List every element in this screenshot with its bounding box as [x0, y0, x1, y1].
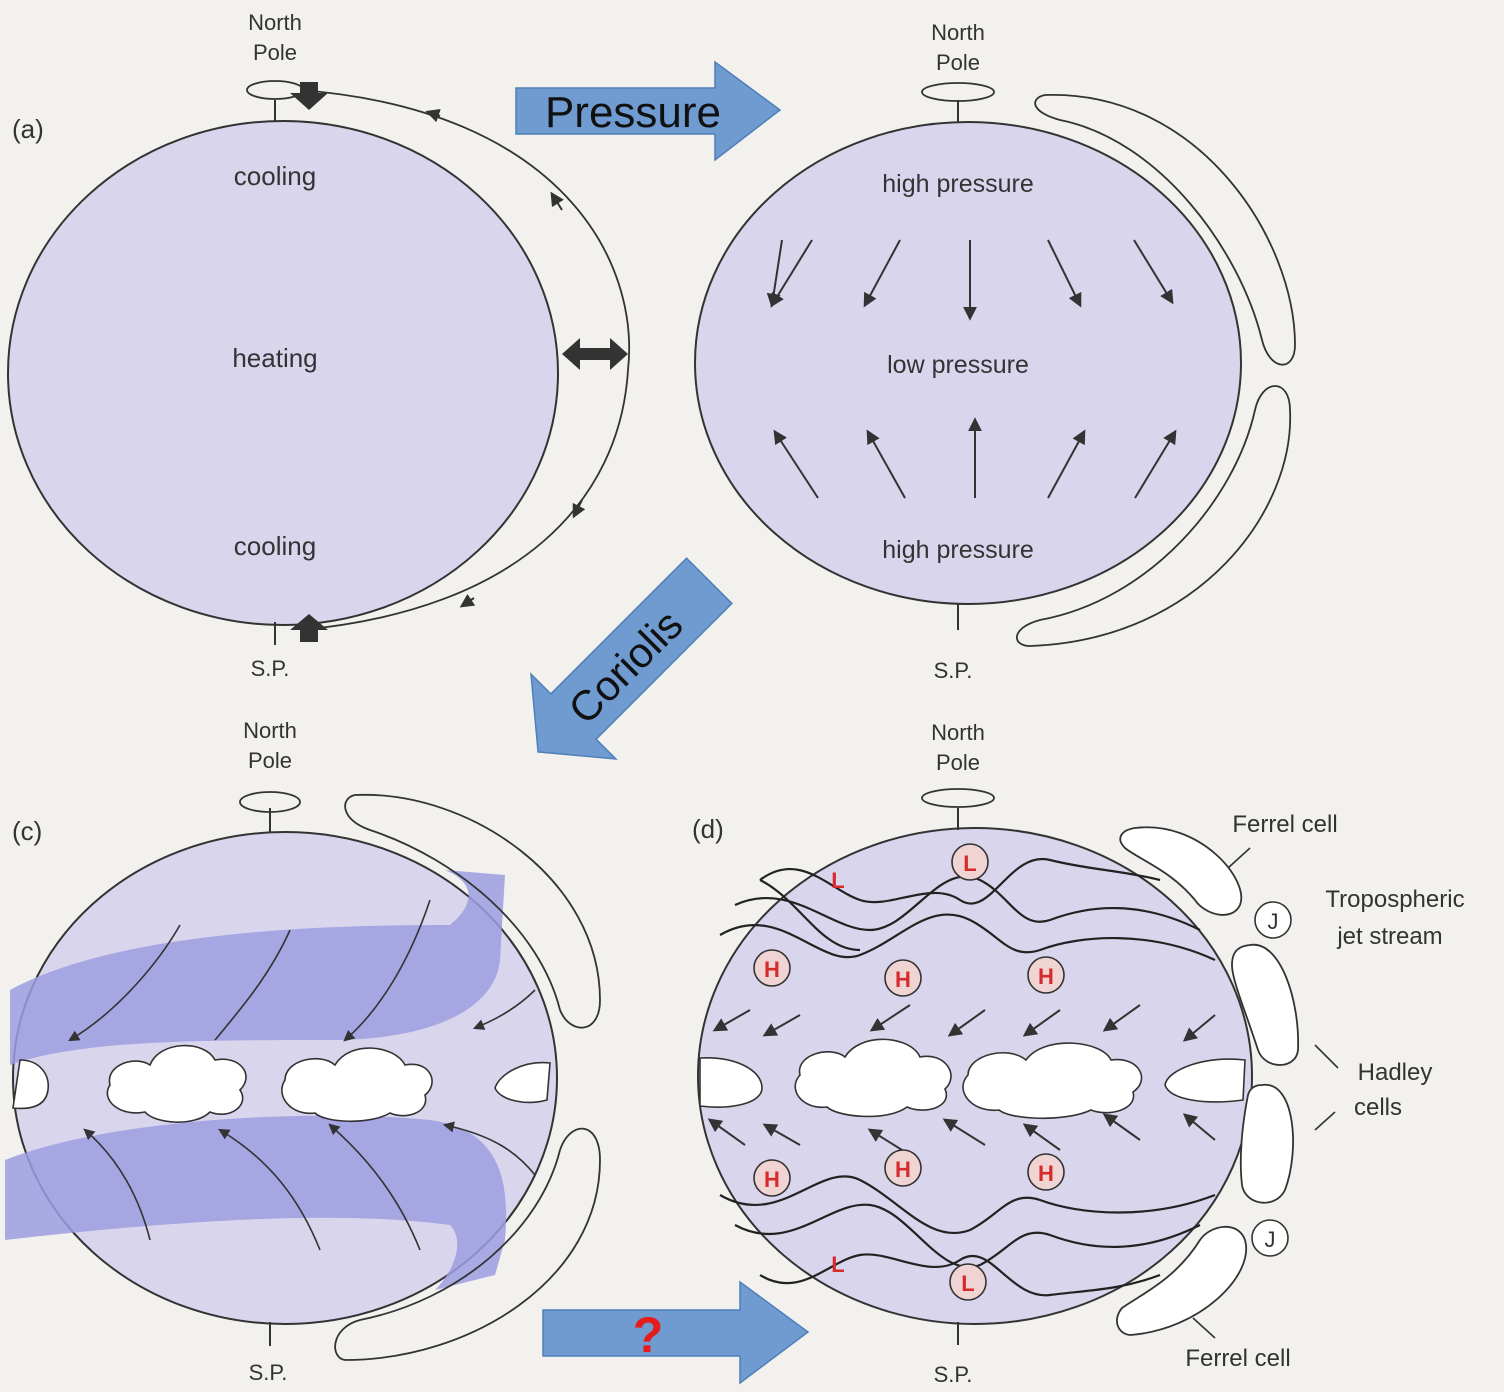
leader-line — [1315, 1112, 1335, 1130]
south-pole-label: S.P. — [251, 656, 290, 681]
pressure-label: Pressure — [545, 88, 721, 137]
downward-block-arrow-icon — [290, 82, 328, 110]
north-pole-label: North — [931, 720, 985, 745]
jet-stream-label: Tropospheric — [1325, 886, 1464, 913]
panel-c: (c) North Pole S.P. — [5, 718, 600, 1385]
north-pole-label: Pole — [248, 748, 292, 773]
jet-stream-label: jet stream — [1336, 923, 1442, 950]
svg-text:L: L — [961, 1271, 974, 1296]
heating-label: heating — [232, 343, 317, 373]
svg-text:J: J — [1268, 909, 1279, 934]
svg-text:H: H — [1038, 1161, 1054, 1186]
svg-text:J: J — [1265, 1227, 1276, 1252]
high-pressure-marker: H — [1028, 1154, 1064, 1190]
high-pressure-marker: H — [754, 1160, 790, 1196]
hadley-cell-south — [1241, 1085, 1293, 1203]
panel-d: H H H H H H L L L L J J (d) North Pole S… — [692, 720, 1465, 1387]
svg-text:H: H — [764, 1167, 780, 1192]
panel-b: North Pole high pressure low pressure hi… — [695, 20, 1295, 683]
leader-line — [1315, 1045, 1338, 1068]
double-headed-arrow-icon — [562, 338, 628, 370]
north-pole-label: North — [931, 20, 985, 45]
cooling-bottom-label: cooling — [234, 531, 316, 561]
ferrel-cell-bottom-label: Ferrel cell — [1185, 1345, 1290, 1372]
rotation-icon-d — [922, 789, 994, 807]
high-pressure-marker: H — [754, 950, 790, 986]
low-pressure-marker: L — [831, 1252, 844, 1277]
flow-arrow-icon — [552, 194, 562, 210]
hadley-cells-label: cells — [1354, 1094, 1402, 1121]
high-pressure-marker: H — [1028, 957, 1064, 993]
hadley-cells-label: Hadley — [1358, 1059, 1433, 1086]
south-pole-label: S.P. — [934, 658, 973, 683]
coriolis-transition-arrow: Coriolis — [496, 538, 752, 794]
north-pole-label: Pole — [253, 40, 297, 65]
low-pressure-marker: L — [831, 868, 844, 893]
high-pressure-marker: H — [885, 960, 921, 996]
north-pole-label: North — [243, 718, 297, 743]
low-pressure-marker: L — [950, 1264, 986, 1300]
pressure-transition-arrow: Pressure — [516, 62, 780, 160]
leader-line — [1228, 848, 1250, 868]
low-pressure-marker: L — [952, 844, 988, 880]
unknown-transition-arrow: ? — [543, 1282, 808, 1383]
ferrel-cell-top-label: Ferrel cell — [1232, 811, 1337, 838]
panel-c-letter: (c) — [12, 816, 42, 846]
rotation-icon-b — [922, 83, 994, 101]
cooling-top-label: cooling — [234, 161, 316, 191]
north-pole-label: North — [248, 10, 302, 35]
flow-arrow-icon — [462, 598, 474, 606]
jet-stream-marker-south: J — [1252, 1220, 1288, 1256]
panel-a-letter: (a) — [12, 114, 44, 144]
jet-stream-marker-north: J — [1255, 902, 1291, 938]
low-pressure-label: low pressure — [887, 351, 1029, 379]
question-mark-label: ? — [633, 1307, 664, 1363]
svg-text:H: H — [895, 1157, 911, 1182]
north-pole-label: Pole — [936, 750, 980, 775]
high-pressure-top-label: high pressure — [882, 170, 1033, 198]
svg-text:H: H — [895, 967, 911, 992]
south-pole-label: S.P. — [249, 1360, 288, 1385]
north-pole-label: Pole — [936, 50, 980, 75]
svg-text:H: H — [1038, 964, 1054, 989]
panel-d-letter: (d) — [692, 814, 724, 844]
high-pressure-bottom-label: high pressure — [882, 536, 1033, 564]
high-pressure-marker: H — [885, 1150, 921, 1186]
leader-line — [1193, 1318, 1215, 1338]
svg-text:L: L — [963, 851, 976, 876]
svg-text:H: H — [764, 957, 780, 982]
south-pole-label: S.P. — [934, 1362, 973, 1387]
